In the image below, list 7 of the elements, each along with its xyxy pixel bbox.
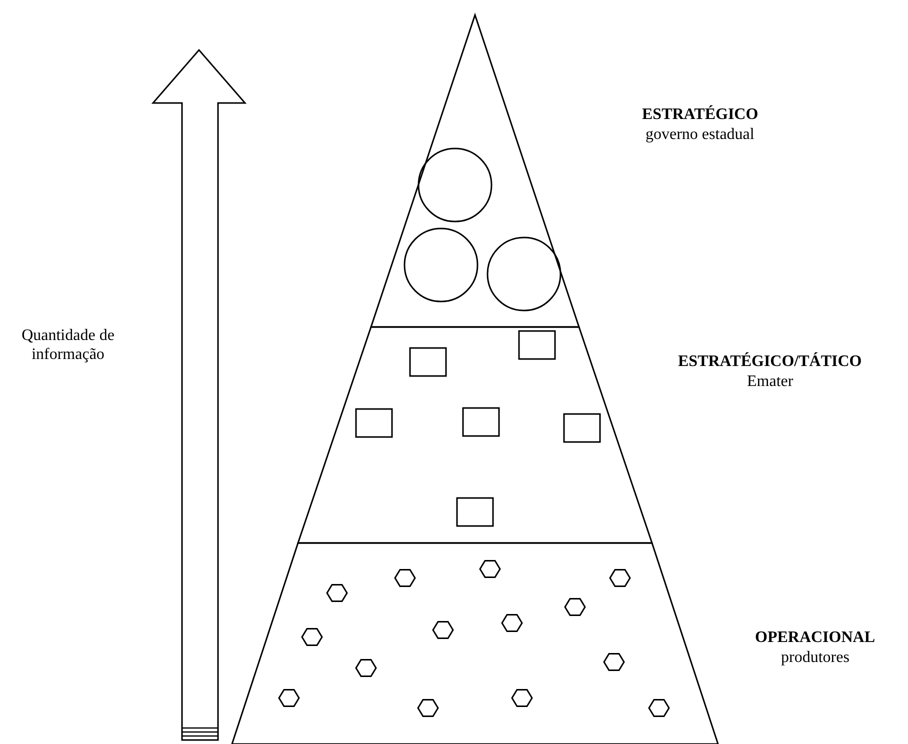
tier-subtitle: Emater xyxy=(747,372,794,391)
tier-subtitle: governo estadual xyxy=(646,125,754,144)
tier-subtitle: produtores xyxy=(781,648,850,667)
tier-title: OPERACIONAL xyxy=(755,628,876,647)
tier-title: ESTRATÉGICO xyxy=(642,105,758,124)
axis-label: Quantidade de informação xyxy=(20,326,116,364)
tier-title: ESTRATÉGICO/TÁTICO xyxy=(678,352,862,371)
